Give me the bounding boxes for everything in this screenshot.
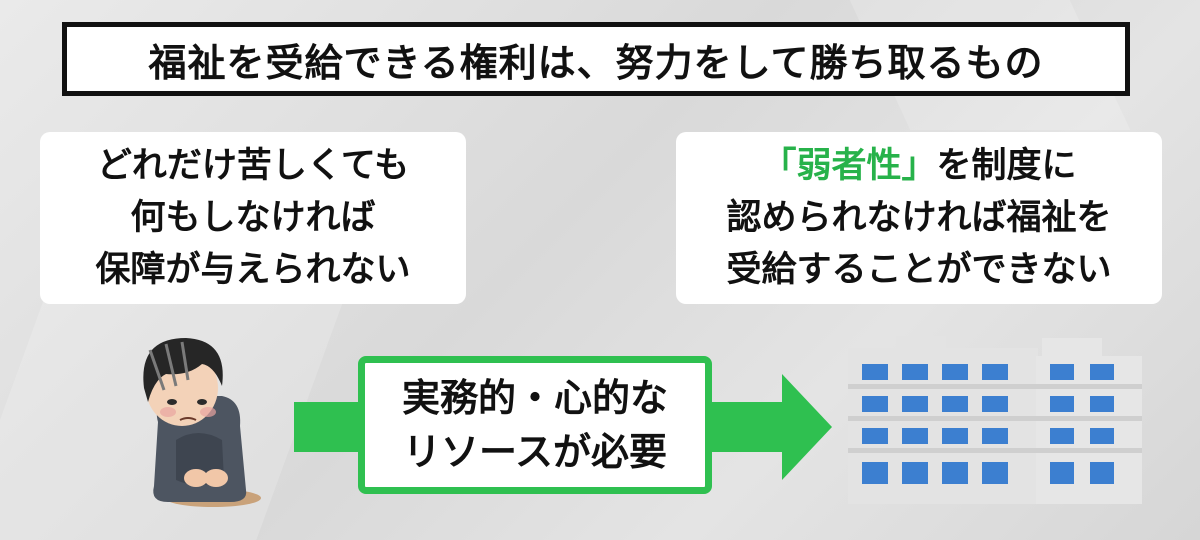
right-arrow-icon	[782, 374, 832, 480]
right-note-line: 受給することができない	[726, 250, 1112, 290]
resource-requirement-box: 実務的・心的な リソースが必要	[358, 356, 712, 494]
page-title: 福祉を受給できる権利は、努力をして勝ち取るもの	[148, 40, 1044, 85]
sad-person-icon	[143, 338, 261, 507]
title-banner: 福祉を受給できる権利は、努力をして勝ち取るもの	[62, 22, 1130, 96]
left-note-line: 保障が与えられない	[95, 250, 411, 290]
left-note-line: 何もしなければ	[130, 198, 376, 238]
government-building-icon	[848, 336, 1142, 504]
left-note-card: どれだけ苦しくても 何もしなければ 保障が与えられない	[40, 132, 466, 304]
weakness-highlight: 「弱者性」	[761, 146, 937, 186]
arrow-shaft-right	[710, 402, 784, 452]
arrow-shaft-left	[294, 402, 360, 452]
right-note-line-rest: を制度に	[936, 146, 1077, 186]
right-note-card: 「弱者性」を制度に 認められなければ福祉を 受給することができない	[676, 132, 1162, 304]
resource-line: 実務的・心的な	[401, 376, 668, 420]
left-note-line: どれだけ苦しくても	[96, 146, 410, 186]
resource-line: リソースが必要	[402, 430, 668, 474]
right-note-line: 「弱者性」を制度に	[761, 140, 1076, 192]
right-note-line: 認められなければ福祉を	[726, 198, 1112, 238]
